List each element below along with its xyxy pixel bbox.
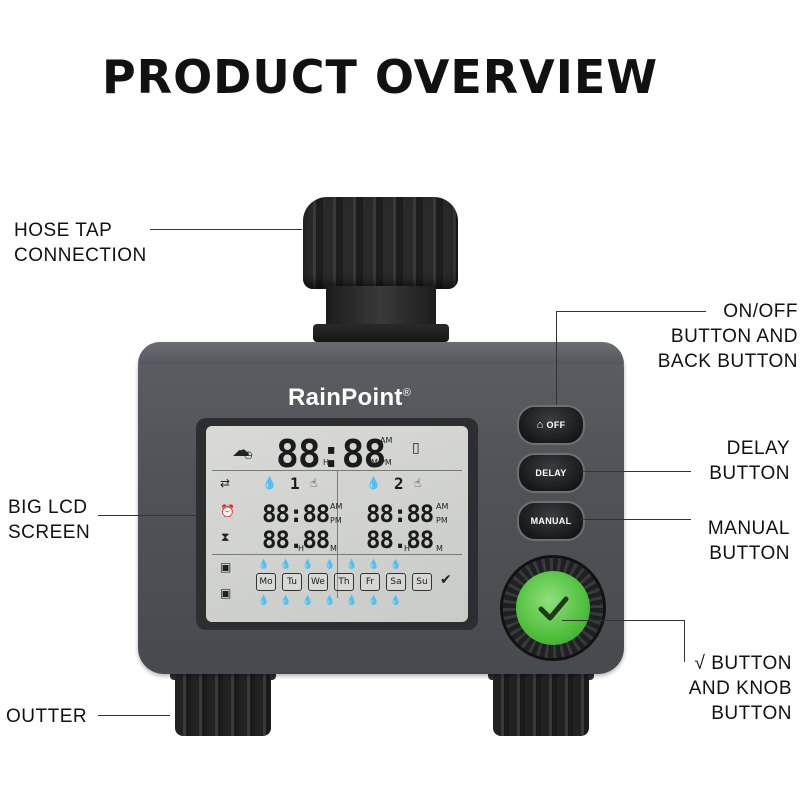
zone1-drop-icon: 💧 — [262, 476, 277, 490]
leader-lcd-screen — [98, 515, 198, 516]
leader-onoff-vertical — [556, 311, 557, 405]
callout-delay: DELAY BUTTON — [640, 436, 790, 486]
zone2-pm: PM — [436, 516, 448, 525]
day-fr: Fr — [360, 573, 380, 591]
callout-outter-line1: OUTTER — [6, 706, 88, 727]
callout-hose-tap: HOSE TAP CONNECTION — [14, 218, 147, 268]
callout-onoff-line3: BACK BUTTON — [657, 351, 798, 372]
delay-button[interactable]: DELAY — [517, 453, 585, 493]
leader-onoff-horizontal — [556, 311, 706, 312]
day-th: Th — [334, 573, 354, 591]
zone2-start-time: 88:88 — [366, 500, 434, 528]
callout-lcd-line1: BIG LCD — [8, 497, 88, 518]
confirm-knob-button[interactable] — [516, 571, 590, 645]
zone2-drop-icon: 💧 — [366, 476, 381, 490]
day-su: Su — [412, 573, 432, 591]
zone1-am: AM — [330, 502, 343, 511]
outlet-port-right — [493, 672, 589, 736]
callout-delay-line1: DELAY — [726, 438, 790, 459]
calendar-2-icon: ▣ — [220, 586, 232, 600]
manual-button[interactable]: MANUAL — [517, 501, 585, 541]
lcd-clock-h: H — [323, 458, 330, 467]
zone1-duration: 88.88 — [262, 526, 330, 554]
leader-knob-horizontal — [562, 620, 684, 621]
callout-knob-line3: BUTTON — [711, 703, 792, 724]
callout-knob: √ BUTTON AND KNOB BUTTON — [640, 651, 792, 726]
lcd-clock-m: M — [371, 458, 378, 467]
device-body-lip — [138, 342, 624, 364]
lcd-divider-bottom — [212, 554, 462, 555]
zone1-start-time: 88:88 — [262, 500, 330, 528]
leader-outter — [98, 715, 170, 716]
zone2-number: 2 — [394, 474, 404, 493]
leader-manual — [581, 519, 691, 520]
day-sa: Sa — [386, 573, 406, 591]
zone1-h: H — [298, 544, 305, 553]
callout-delay-line2: BUTTON — [709, 463, 790, 484]
clock-icon: ◷ — [244, 450, 253, 461]
leader-delay — [581, 471, 691, 472]
zone2-duration: 88.88 — [366, 526, 434, 554]
connector-neck — [326, 286, 436, 328]
callout-manual-line1: MANUAL — [707, 518, 790, 539]
delay-button-label: DELAY — [535, 468, 567, 478]
hourglass-icon: ⧗ — [221, 530, 230, 544]
callout-hose-tap-line2: CONNECTION — [14, 245, 147, 266]
callout-onoff-line2: BUTTON AND — [670, 326, 798, 347]
lcd-clock: 88:88 — [276, 432, 386, 476]
callout-manual: MANUAL BUTTON — [640, 516, 790, 566]
lcd-screen: ☁ ◷ 88:88 AM M PM H ▯ ⇄ ⏰ ⧗ ▣ ▣ 💧 1 ☝ 88… — [206, 426, 468, 622]
day-tu: Tu — [282, 573, 302, 591]
callout-hose-tap-line1: HOSE TAP — [14, 220, 113, 241]
off-button-label: OFF — [546, 420, 566, 430]
zone2-h: H — [404, 544, 411, 553]
callout-manual-line2: BUTTON — [709, 543, 790, 564]
day-mo: Mo — [256, 573, 276, 591]
zone2-hand-icon: ☝ — [414, 476, 422, 490]
swap-icon: ⇄ — [220, 476, 231, 490]
brand-name: RainPoint — [288, 384, 403, 411]
home-icon: ⌂ — [536, 419, 544, 431]
off-button[interactable]: ⌂ OFF — [517, 405, 585, 445]
brand-logo: RainPoint® — [288, 384, 411, 412]
hose-tap-connector — [303, 197, 458, 289]
lcd-divider-middle — [337, 470, 338, 598]
weather-cloud-icon: ☁ — [232, 440, 250, 461]
leader-hose-tap — [150, 229, 302, 230]
callout-lcd-line2: SCREEN — [8, 522, 91, 543]
lcd-clock-am: AM — [380, 436, 393, 445]
callout-onoff: ON/OFF BUTTON AND BACK BUTTON — [620, 299, 798, 374]
zone1-m: M — [330, 544, 337, 553]
calendar-1-icon: ▣ — [220, 560, 232, 574]
lcd-clock-pm: PM — [380, 458, 392, 467]
manual-button-label: MANUAL — [530, 516, 572, 526]
callout-knob-line2: AND KNOB — [688, 678, 792, 699]
page-title: PRODUCT OVERVIEW — [101, 50, 659, 104]
callout-knob-line1: √ BUTTON — [694, 653, 792, 674]
leader-knob-vertical — [684, 620, 685, 662]
zone1-number: 1 — [290, 474, 300, 493]
battery-icon: ▯ — [412, 440, 420, 456]
alarm-icon: ⏰ — [220, 504, 235, 518]
outlet-port-left — [175, 672, 271, 736]
lcd-check-icon: ✔ — [440, 572, 452, 588]
connector-collar — [313, 324, 449, 342]
registered-mark: ® — [402, 387, 412, 399]
zone2-m: M — [436, 544, 443, 553]
zone2-am: AM — [436, 502, 449, 511]
zone1-hand-icon: ☝ — [310, 476, 318, 490]
callout-lcd-screen: BIG LCD SCREEN — [8, 495, 90, 545]
drop-row-top: 💧 💧 💧 💧 💧 💧 💧 — [258, 560, 402, 570]
callout-onoff-line1: ON/OFF — [723, 301, 798, 322]
callout-outter: OUTTER — [6, 704, 87, 729]
check-icon — [538, 596, 569, 621]
zone1-pm: PM — [330, 516, 342, 525]
day-we: We — [308, 573, 328, 591]
drop-row-bottom: 💧 💧 💧 💧 💧 💧 💧 — [258, 596, 402, 606]
